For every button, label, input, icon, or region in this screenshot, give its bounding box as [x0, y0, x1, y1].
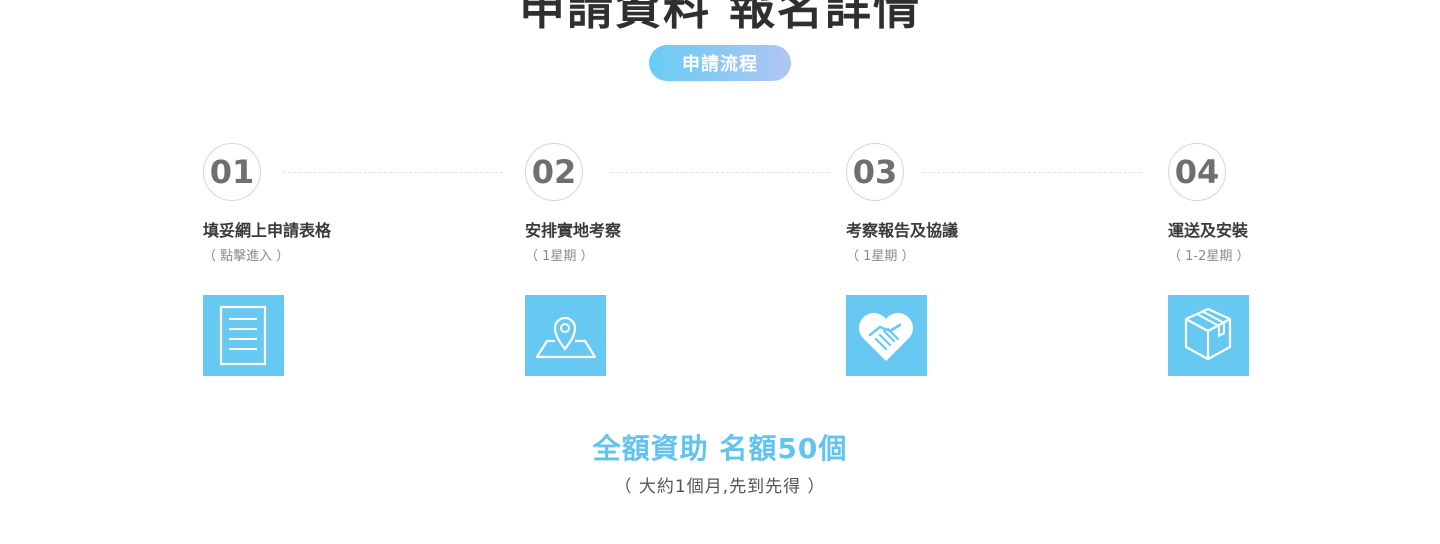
step-subtitle: （ 1星期 ） — [846, 249, 915, 264]
step-number: 01 — [203, 143, 261, 201]
step-connector — [283, 172, 503, 173]
step-subtitle[interactable]: （ 點擊進入 ） — [203, 249, 290, 264]
step-connector — [610, 172, 830, 173]
step-subtitle: （ 1-2星期 ） — [1168, 249, 1250, 264]
step-connector — [922, 172, 1142, 173]
step-number: 02 — [525, 143, 583, 201]
handshake-heart-icon — [846, 295, 927, 376]
step-number: 03 — [846, 143, 904, 201]
step-4: 04 運送及安裝 （ 1-2星期 ） — [1168, 143, 1440, 376]
section-heading: 申請資料 報名詳情 — [518, 0, 921, 35]
step-title: 運送及安裝 — [1168, 221, 1249, 240]
process-pill: 申請流程 — [649, 45, 791, 81]
step-title: 安排實地考察 — [525, 221, 622, 240]
quota-subtitle: （ 大約1個月,先到先得 ） — [614, 477, 826, 497]
step-number: 04 — [1168, 143, 1226, 201]
map-pin-icon — [525, 295, 606, 376]
step-title: 考察報告及協議 — [846, 221, 959, 240]
step-1[interactable]: 01 填妥網上申請表格 （ 點擊進入 ） — [203, 143, 503, 376]
quota-title: 全額資助 名額50個 — [592, 432, 848, 465]
step-3: 03 考察報告及協議 （ 1星期 ） — [846, 143, 1146, 376]
step-title[interactable]: 填妥網上申請表格 — [203, 221, 332, 240]
step-2: 02 安排實地考察 （ 1星期 ） — [525, 143, 825, 376]
document-icon — [203, 295, 284, 376]
box-icon — [1168, 295, 1249, 376]
step-subtitle: （ 1星期 ） — [525, 249, 594, 264]
